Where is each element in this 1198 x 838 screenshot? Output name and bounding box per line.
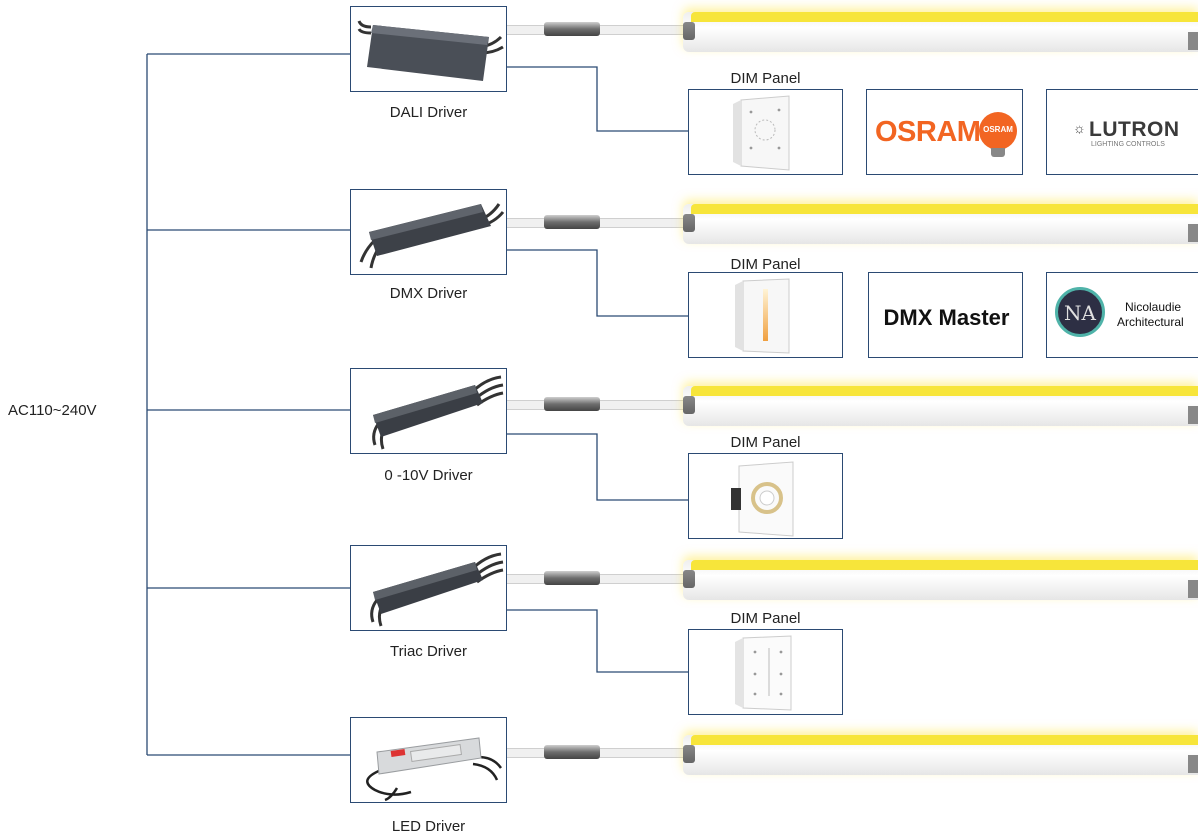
dim-panel-dali xyxy=(688,89,843,175)
osram-badge-text: OSRAM xyxy=(983,125,1013,134)
panel-connector-dali xyxy=(507,66,688,132)
led-strip-dmx xyxy=(683,204,1198,244)
plug-dmx xyxy=(544,215,600,229)
lutron-wordmark: LUTRON xyxy=(1089,118,1180,141)
lutron-sun-icon: ☼ xyxy=(1073,120,1086,136)
driver-label-dali: DALI Driver xyxy=(389,104,468,121)
dmx-driver-image xyxy=(350,189,507,275)
triac-driver-image xyxy=(350,545,507,631)
driver-icon xyxy=(359,203,505,269)
plug-010v xyxy=(544,397,600,411)
power-source-label: AC110~240V xyxy=(8,402,97,419)
osram-logo: OSRAM OSRAM xyxy=(866,89,1023,175)
panel-connector-triac xyxy=(507,609,688,673)
driver-label-led: LED Driver xyxy=(391,818,466,835)
led-strip-dali xyxy=(683,12,1198,52)
dmx-master-wordmark: DMX Master xyxy=(883,305,1010,330)
nicolaudie-line2: Architectural xyxy=(1117,315,1184,329)
panel-connector-010v xyxy=(507,433,688,501)
dim-panel-triac xyxy=(688,629,843,715)
led-driver-image xyxy=(350,717,507,803)
led-strip-triac xyxy=(683,560,1198,600)
nicolaudie-mark: NA xyxy=(1064,301,1096,325)
plug-led xyxy=(544,745,600,759)
osram-bulb-base xyxy=(991,148,1005,157)
led-strip-led xyxy=(683,735,1198,775)
osram-wordmark: OSRAM xyxy=(875,116,981,148)
driver-label-triac: Triac Driver xyxy=(390,643,467,660)
driver-label-dmx: DMX Driver xyxy=(389,285,468,302)
driver-icon xyxy=(370,552,504,627)
0-10v-driver-image xyxy=(350,368,507,454)
dim-panel-label-triac: DIM Panel xyxy=(730,610,801,627)
dim-panel-icon xyxy=(735,278,790,354)
nicolaudie-logo: NA Nicolaudie Architectural xyxy=(1046,272,1198,358)
dim-panel-icon xyxy=(731,461,794,537)
lutron-subtitle: LIGHTING CONTROLS xyxy=(1091,141,1165,148)
dim-panel-label-dali: DIM Panel xyxy=(730,70,801,87)
dali-driver-image xyxy=(350,6,507,92)
dim-panel-dmx xyxy=(688,272,843,358)
dmx-master-logo: DMX Master xyxy=(868,272,1023,358)
panel-connector-dmx xyxy=(507,249,688,317)
dim-panel-label-010v: DIM Panel xyxy=(730,434,801,451)
nicolaudie-badge-icon: NA xyxy=(1055,287,1105,337)
plug-triac xyxy=(544,571,600,585)
osram-bulb-icon: OSRAM xyxy=(979,112,1017,150)
nicolaudie-line1: Nicolaudie xyxy=(1125,300,1182,314)
lutron-logo: ☼ LUTRON LIGHTING CONTROLS xyxy=(1046,89,1198,175)
led-strip-010v xyxy=(683,386,1198,426)
dim-panel-label-dmx: DIM Panel xyxy=(730,256,801,273)
driver-icon xyxy=(366,737,503,802)
dim-panel-icon xyxy=(735,635,792,711)
driver-icon xyxy=(372,375,504,450)
driver-icon xyxy=(357,20,504,81)
dim-panel-010v xyxy=(688,453,843,539)
driver-label-0-10v: 0 -10V Driver xyxy=(384,467,473,484)
dim-panel-icon xyxy=(733,95,790,171)
plug-dali xyxy=(544,22,600,36)
